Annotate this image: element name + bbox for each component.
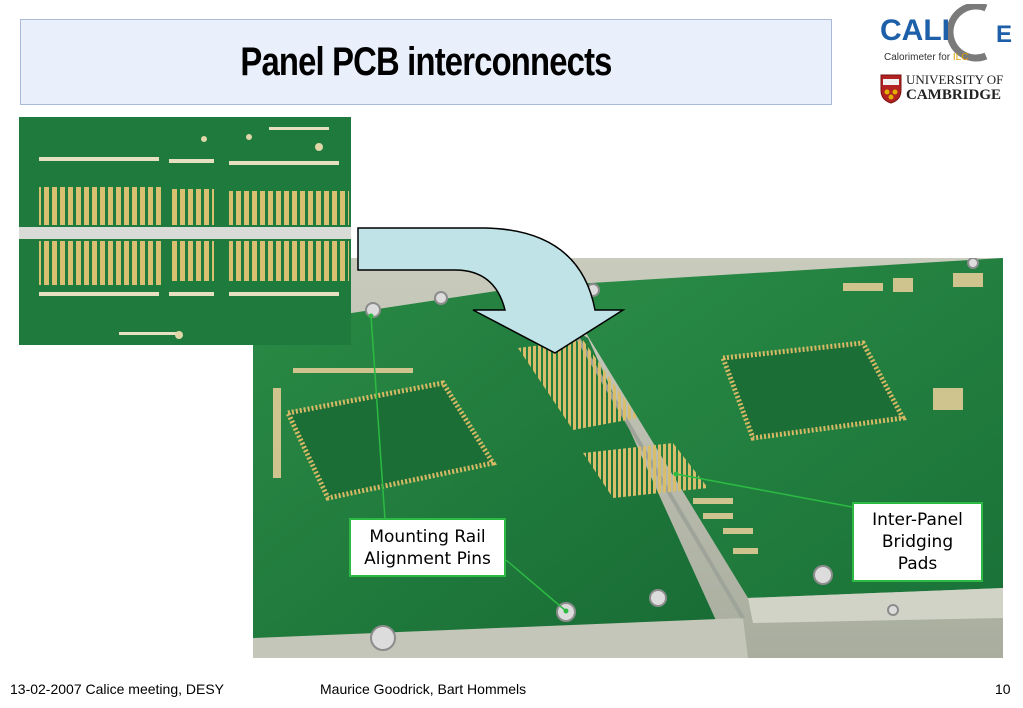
mounting-rail-line1: Mounting Rail <box>369 527 486 547</box>
svg-text:E: E <box>996 21 1012 48</box>
page-title: Panel PCB interconnects <box>240 40 612 84</box>
svg-text:CALI: CALI <box>880 14 950 47</box>
inter-panel-line2: Bridging <box>881 532 954 552</box>
calice-logo: CALI E Calorimeter for ILC <box>878 4 1018 64</box>
inter-panel-line1: Inter-Panel <box>872 510 963 530</box>
university-line1: UNIVERSITY OF <box>906 72 1004 87</box>
cambridge-crest-icon <box>880 74 902 104</box>
page-number: 10 <box>995 681 1011 697</box>
calice-subtitle: Calorimeter for <box>884 52 953 63</box>
title-box: Panel PCB interconnects <box>20 19 832 105</box>
svg-text:Calorimeter for ILC: Calorimeter for ILC <box>884 52 968 63</box>
mounting-rail-line2: Alignment Pins <box>364 549 491 569</box>
curved-arrow-icon <box>357 227 626 354</box>
inter-panel-line3: Pads <box>897 554 938 574</box>
cambridge-logo: UNIVERSITY OF CAMBRIDGE <box>880 72 1020 106</box>
inter-panel-label: Inter-Panel Bridging Pads <box>852 502 983 582</box>
footer-center: Maurice Goodrick, Bart Hommels <box>320 681 527 697</box>
university-line2: CAMBRIDGE <box>906 87 1002 103</box>
pcb-closeup-photo <box>19 117 351 345</box>
calice-ilc: ILC <box>953 52 969 63</box>
mounting-rail-label: Mounting Rail Alignment Pins <box>349 518 506 577</box>
footer-left: 13-02-2007 Calice meeting, DESY <box>10 681 225 697</box>
